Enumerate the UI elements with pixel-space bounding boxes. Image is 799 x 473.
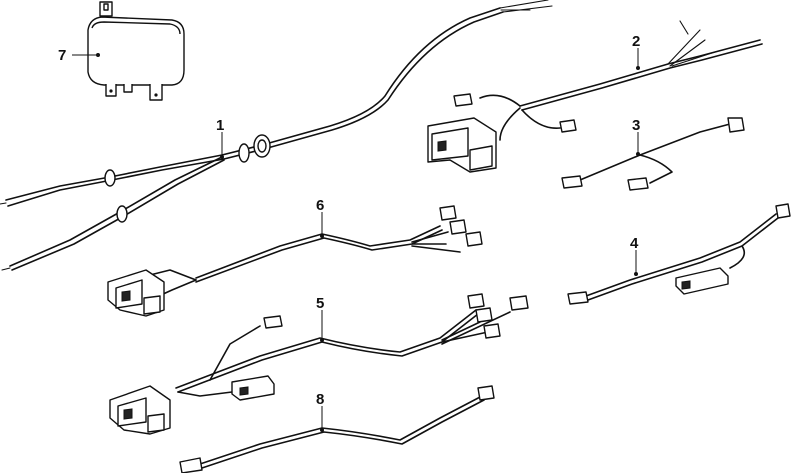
relay-part — [87, 1, 185, 101]
single-wire-8-part — [179, 385, 495, 473]
callout-1: 1 — [216, 117, 224, 134]
small-harness-3-part — [561, 117, 745, 191]
callout-3: 3 — [632, 117, 640, 134]
headlight-harness-5-part — [109, 293, 529, 435]
callout-5: 5 — [316, 295, 324, 312]
harness-with-fuse-part — [567, 203, 791, 305]
callout-leaders — [72, 48, 640, 432]
headlight-harness-2-part — [427, 20, 763, 173]
callout-2: 2 — [632, 33, 640, 50]
callout-7: 7 — [58, 47, 66, 64]
main-harness-part — [0, 0, 553, 271]
callout-6: 6 — [316, 197, 324, 214]
callout-4: 4 — [630, 235, 639, 252]
headlight-harness-6-part — [107, 205, 483, 317]
callout-8: 8 — [316, 391, 324, 408]
